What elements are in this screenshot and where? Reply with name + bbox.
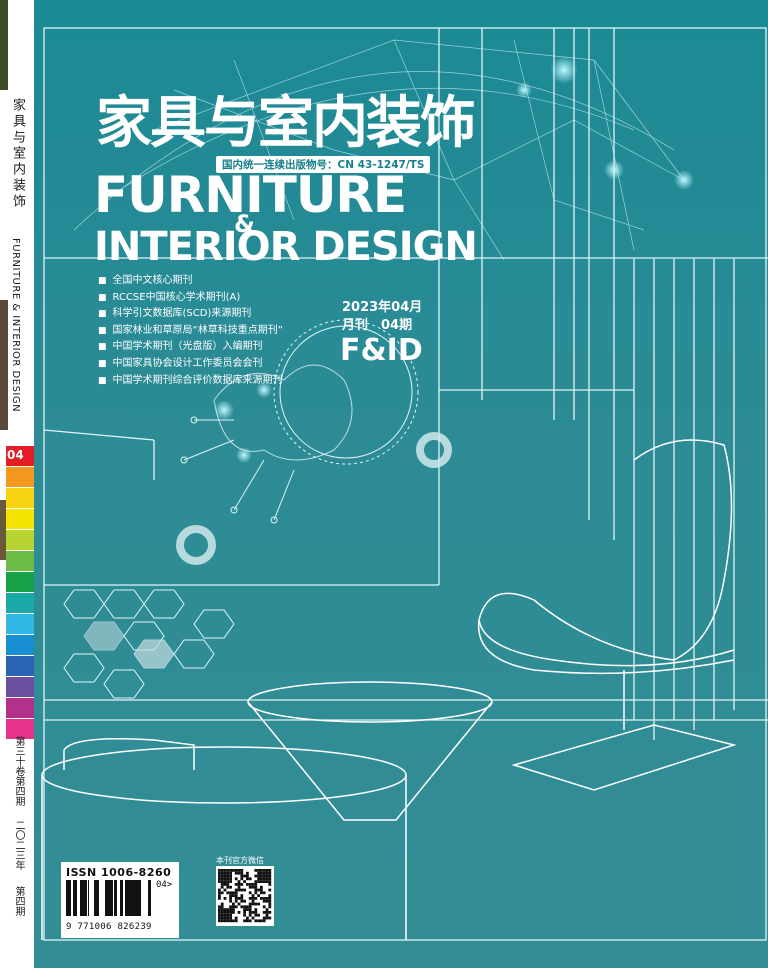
- spine-photo-strip: [0, 300, 8, 430]
- qr-code[interactable]: [216, 866, 274, 926]
- barcode-addon: 04>: [156, 880, 173, 890]
- barcode-panel: [61, 862, 179, 938]
- feature-item: 科学引文数据库(SCD)来源期刊: [98, 306, 283, 323]
- gear-icon: [176, 432, 452, 565]
- cover-front: 家具与室内装饰 国内统一连续出版物号：CN 43-1247/TS FURNITU…: [34, 0, 768, 968]
- cover-title-en-line2: INTERIOR DESIGN: [94, 224, 478, 270]
- spine-photo-strip: [0, 500, 6, 560]
- feature-item: RCCSE中国核心学术期刊(A): [98, 290, 283, 307]
- fid-logo: F&ID: [340, 333, 423, 368]
- feature-item: 中国学术期刊综合评价数据库来源期刊: [98, 373, 283, 390]
- spine-issue-badge: 04: [7, 448, 24, 462]
- spine-issue: 第四期: [13, 886, 24, 916]
- glow-dot: [516, 82, 532, 98]
- feature-list: 全国中文核心期刊 RCCSE中国核心学术期刊(A) 科学引文数据库(SCD)来源…: [98, 273, 283, 389]
- barcode-graphic: [66, 880, 151, 916]
- cover-line-illustration: [41, 27, 768, 941]
- feature-item: 中国家具协会设计工作委员会会刊: [98, 356, 283, 373]
- feature-item: 中国学术期刊（光盘版）入编期刊: [98, 339, 283, 356]
- glow-dot: [674, 170, 694, 190]
- cover-title-cn: 家具与室内装饰: [96, 91, 476, 156]
- qr-code-graphic: [218, 869, 272, 923]
- publication-number: 国内统一连续出版物号：CN 43-1247/TS: [216, 156, 431, 173]
- spine-title-en: FURNITURE & INTERIOR DESIGN: [10, 238, 21, 413]
- barcode-digits: 9 771006 826239: [66, 922, 152, 932]
- spine-year: 二〇二三年: [13, 820, 24, 870]
- spine-volume: 第三十卷第四期: [13, 736, 24, 806]
- feature-item: 全国中文核心期刊: [98, 273, 283, 290]
- cover-title-ampersand: &: [234, 210, 255, 238]
- glow-dot: [214, 400, 234, 420]
- issue-frequency: 月刊 04期: [342, 318, 413, 333]
- hexagon-pattern: [63, 589, 235, 699]
- cover-title-en-line1: FURNITURE: [94, 166, 407, 224]
- spine-photo-strip: [0, 0, 8, 90]
- glow-dot: [236, 447, 252, 463]
- lounge-chair-illustration: [477, 439, 737, 791]
- glow-dot: [550, 56, 578, 84]
- qr-label: 本刊官方微信: [216, 856, 264, 865]
- feature-item: 国家林业和草原局“林草科技重点期刊”: [98, 323, 283, 340]
- issue-date: 2023年04月: [342, 300, 423, 315]
- issn-number: ISSN 1006-8260: [66, 866, 172, 879]
- frame-lines: [43, 27, 768, 941]
- side-table-illustration: [41, 681, 493, 940]
- spine-title-cn: 家具与室内装饰: [10, 98, 25, 210]
